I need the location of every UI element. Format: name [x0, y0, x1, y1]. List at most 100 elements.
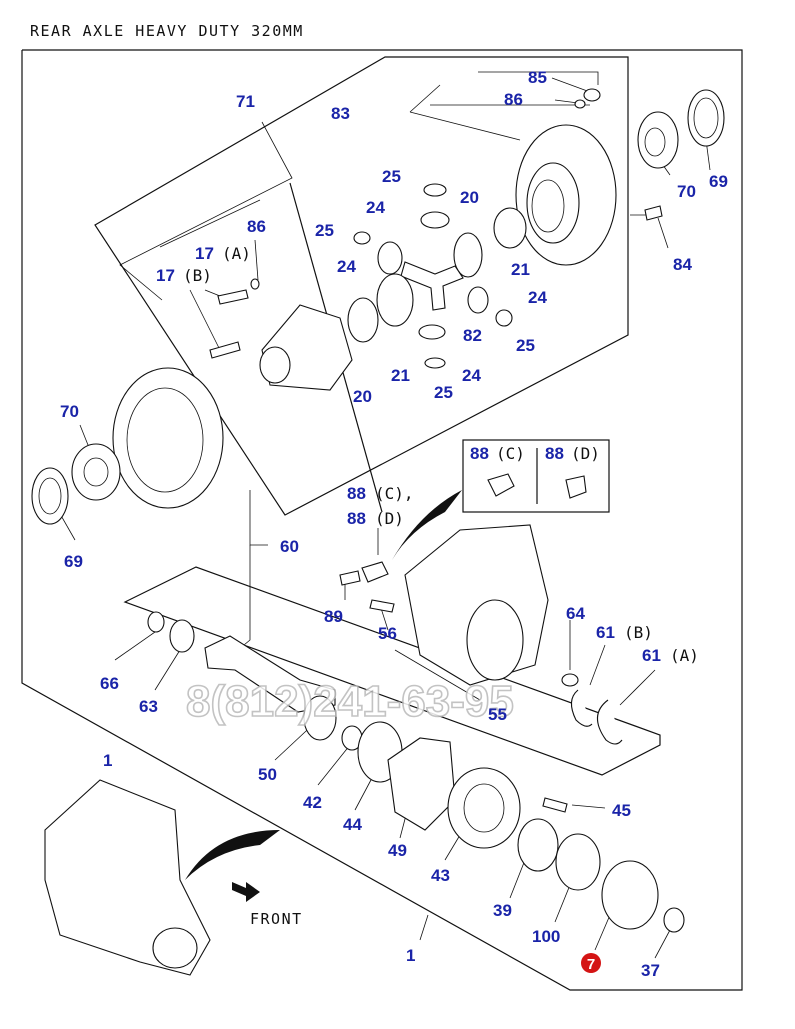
lower-pinion-parts — [44, 490, 685, 976]
side-gear-21-icon — [453, 232, 483, 278]
label-24-right[interactable]: 24 — [528, 288, 547, 307]
washer-86-icon — [574, 99, 586, 109]
label-64[interactable]: 64 — [566, 604, 585, 623]
plug-64-icon — [561, 673, 579, 687]
highlight-badge[interactable] — [581, 953, 601, 973]
pinion-group-frame — [123, 566, 661, 776]
label-1-top[interactable]: 1 — [103, 751, 112, 770]
label-43[interactable]: 43 — [431, 866, 450, 885]
bolt-17b-icon — [209, 341, 241, 359]
pinion-gear-24b-icon — [377, 241, 403, 275]
label-25-top[interactable]: 25 — [382, 167, 401, 186]
label-42[interactable]: 42 — [303, 793, 322, 812]
label-21-top[interactable]: 21 — [511, 260, 530, 279]
label-17-b[interactable]: 17 — [156, 266, 175, 285]
label-88-d[interactable]: 88 — [347, 509, 366, 528]
label-70-left[interactable]: 70 — [60, 402, 79, 421]
spider-82-icon — [400, 261, 464, 311]
label-suffixes: (A) (B) (C) (D) (C), (D) (B) (A) — [183, 244, 699, 665]
label-50[interactable]: 50 — [258, 765, 277, 784]
bearing-retainer-43-icon — [447, 767, 521, 849]
ring-gear-icon — [112, 367, 224, 509]
suffix-61-b: (B) — [624, 623, 653, 642]
label-70-right[interactable]: 70 — [677, 182, 696, 201]
thrust-washer-25-icon — [423, 183, 447, 197]
seal-100-icon — [555, 833, 601, 891]
bracket-88d-icon — [565, 475, 587, 499]
thrust-washer-20b-icon — [347, 297, 379, 343]
label-69-left[interactable]: 69 — [64, 552, 83, 571]
label-86[interactable]: 86 — [504, 90, 523, 109]
label-71[interactable]: 71 — [236, 92, 255, 111]
label-56[interactable]: 56 — [378, 624, 397, 643]
washer-86b-icon — [250, 278, 260, 290]
suffix-88-c: (C), — [375, 484, 414, 503]
label-25-right[interactable]: 25 — [516, 336, 535, 355]
suffix-17-a: (A) — [222, 244, 251, 263]
front-arrow-upper-icon — [392, 490, 462, 560]
suffix-88-d: (D) — [375, 509, 404, 528]
label-61-a[interactable]: 61 — [642, 646, 661, 665]
label-1-bottom[interactable]: 1 — [406, 946, 415, 965]
side-gear-24-icon — [420, 211, 450, 229]
label-63[interactable]: 63 — [139, 697, 158, 716]
label-25-bottom[interactable]: 25 — [434, 383, 453, 402]
bearing-70-right-icon — [637, 111, 679, 169]
label-69-right[interactable]: 69 — [709, 172, 728, 191]
label-60[interactable]: 60 — [280, 537, 299, 556]
label-49[interactable]: 49 — [388, 841, 407, 860]
upper-differential-parts — [31, 88, 725, 525]
label-84[interactable]: 84 — [673, 255, 692, 274]
suffix-17-b: (B) — [183, 266, 212, 285]
label-20-top[interactable]: 20 — [460, 188, 479, 207]
suffix-61-a: (A) — [670, 646, 699, 665]
pinion-gear-24c-icon — [467, 286, 489, 314]
label-20-bottom[interactable]: 20 — [353, 387, 372, 406]
bolt-56-icon — [369, 599, 395, 613]
label-82[interactable]: 82 — [463, 326, 482, 345]
axle-assembly-icon — [44, 779, 211, 976]
washer-25c-icon — [495, 309, 513, 327]
label-86-left[interactable]: 86 — [247, 217, 266, 236]
front-direction-arrow-icon — [232, 882, 260, 902]
thrust-washer-20-icon — [493, 207, 527, 249]
label-100[interactable]: 100 — [532, 927, 560, 946]
label-88-d-inset[interactable]: 88 — [545, 444, 564, 463]
bracket-88-icon — [361, 561, 389, 583]
label-45[interactable]: 45 — [612, 801, 631, 820]
label-85[interactable]: 85 — [528, 68, 547, 87]
main-frame — [21, 49, 743, 991]
label-88-c-inset[interactable]: 88 — [470, 444, 489, 463]
label-61-b[interactable]: 61 — [596, 623, 615, 642]
label-24-top[interactable]: 24 — [366, 198, 385, 217]
diagram-title: REAR AXLE HEAVY DUTY 320MM — [30, 22, 304, 40]
label-83[interactable]: 83 — [331, 104, 350, 123]
label-24-bottom[interactable]: 24 — [462, 366, 481, 385]
phone-watermark: 8(812)241-63-95 — [186, 677, 514, 726]
label-44[interactable]: 44 — [343, 815, 362, 834]
label-39[interactable]: 39 — [493, 901, 512, 920]
label-89[interactable]: 89 — [324, 607, 343, 626]
part-labels: 85 86 71 83 69 70 84 25 20 24 25 86 17 1… — [60, 68, 728, 980]
label-55[interactable]: 55 — [488, 705, 507, 724]
front-label: FRONT — [250, 910, 303, 928]
bearing-63-icon — [169, 619, 195, 653]
nut-85-icon — [583, 88, 601, 102]
label-88-c[interactable]: 88 — [347, 484, 366, 503]
label-37[interactable]: 37 — [641, 961, 660, 980]
label-66[interactable]: 66 — [100, 674, 119, 693]
bolt-84-icon — [644, 205, 663, 221]
label-24-mid[interactable]: 24 — [337, 257, 356, 276]
bracket-88c-icon — [487, 473, 515, 497]
side-gear-24d-icon — [418, 324, 446, 340]
front-arrow-lower-icon — [185, 830, 280, 880]
label-21-bottom[interactable]: 21 — [391, 366, 410, 385]
label-17-a[interactable]: 17 — [195, 244, 214, 263]
bolt-17a-icon — [217, 289, 249, 305]
suffix-88-c-inset: (C) — [496, 444, 525, 463]
bearing-39-icon — [517, 818, 559, 872]
washer-25d-icon — [424, 357, 446, 369]
clip-61b-icon — [570, 689, 593, 727]
label-25-left[interactable]: 25 — [315, 221, 334, 240]
